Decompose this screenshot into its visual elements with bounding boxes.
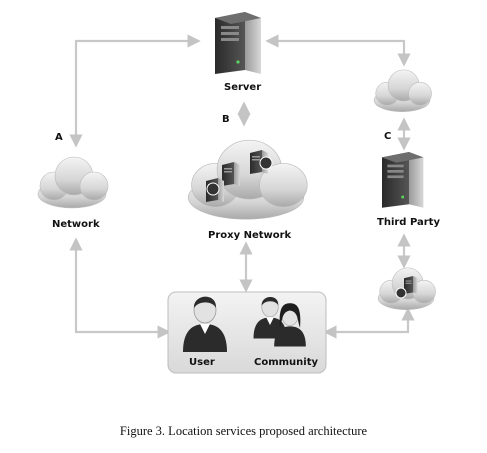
third-party-label: Third Party: [377, 217, 440, 228]
server-icon: [215, 12, 261, 74]
proxy-server-icon: [222, 162, 240, 186]
globe-icon: [206, 182, 220, 196]
community-woman-icon: [274, 303, 306, 347]
community-label: Community: [254, 357, 319, 368]
path-label-c: C: [384, 131, 392, 142]
globe-icon: [395, 287, 407, 299]
globe-icon: [259, 156, 273, 170]
path-label-b: B: [222, 114, 230, 125]
network-cloud-icon: [37, 156, 109, 209]
server-label: Server: [224, 82, 262, 93]
path-label-a: A: [55, 132, 63, 143]
connector-server-thirdparty: [265, 34, 411, 67]
proxy-network-label: Proxy Network: [208, 230, 292, 241]
user-label: User: [189, 357, 215, 368]
connector-a: [69, 34, 201, 148]
community-icon: [253, 296, 306, 347]
connector-lines: [69, 34, 415, 339]
third-party-server-icon: [382, 152, 424, 208]
network-label: Network: [52, 219, 100, 230]
third-party-upper-cloud-icon: [373, 69, 432, 113]
connector-community-cloud: [323, 307, 415, 339]
figure-caption: Figure 3. Location services proposed arc…: [119, 424, 368, 438]
connector-network-user: [69, 237, 171, 339]
proxy-network-cloud-icon: [187, 139, 309, 221]
third-party-lower-cloud-icon: [377, 267, 436, 311]
